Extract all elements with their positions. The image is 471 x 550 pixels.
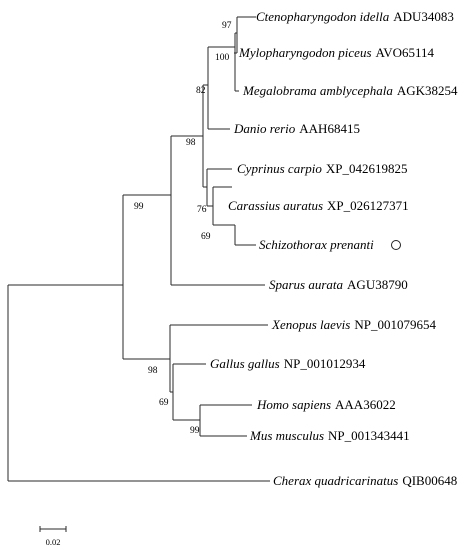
tree-branches <box>7 16 270 482</box>
scale-bar-label: 0.02 <box>46 537 61 547</box>
taxon-label: Megalobrama amblycephala AGK38254 <box>242 82 458 99</box>
taxon-label: Mus musculus NP_001343441 <box>249 427 410 444</box>
bootstrap-value: 69 <box>159 398 169 408</box>
taxon-label: Cyprinus carpio XP_042619825 <box>237 160 408 177</box>
taxon-label: Gallus gallus NP_001012934 <box>210 355 366 372</box>
bootstrap-value: 82 <box>196 86 206 96</box>
scale-bar: 0.02 <box>39 526 67 547</box>
taxon-label: Danio rerio AAH68415 <box>233 120 360 137</box>
taxon-label: Mylopharyngodon piceus AVO65114 <box>238 44 435 61</box>
taxon-label: Sparus aurata AGU38790 <box>269 276 408 293</box>
taxon-labels: Ctenopharyngodon idella ADU34083 Mylopha… <box>210 8 458 489</box>
taxon-label: Homo sapiens AAA36022 <box>256 396 396 413</box>
bootstrap-value: 99 <box>190 426 200 436</box>
bootstrap-value: 98 <box>186 138 196 148</box>
bootstrap-value: 98 <box>148 366 158 376</box>
taxon-label: Schizothorax prenanti <box>259 237 374 252</box>
open-circle-marker <box>391 240 401 250</box>
taxon-label: Cherax quadricarinatus QIB00648 <box>273 472 457 489</box>
bootstrap-values: 97 100 82 98 76 69 99 98 69 99 <box>134 21 232 436</box>
bootstrap-value: 100 <box>215 53 230 63</box>
bootstrap-value: 76 <box>197 205 207 215</box>
bootstrap-value: 99 <box>134 202 144 212</box>
bootstrap-value: 69 <box>201 232 211 242</box>
bootstrap-value: 97 <box>222 21 232 31</box>
taxon-label: Carassius auratus XP_026127371 <box>228 197 409 214</box>
taxon-label: Xenopus laevis NP_001079654 <box>271 316 436 333</box>
taxon-label: Ctenopharyngodon idella ADU34083 <box>256 8 454 25</box>
